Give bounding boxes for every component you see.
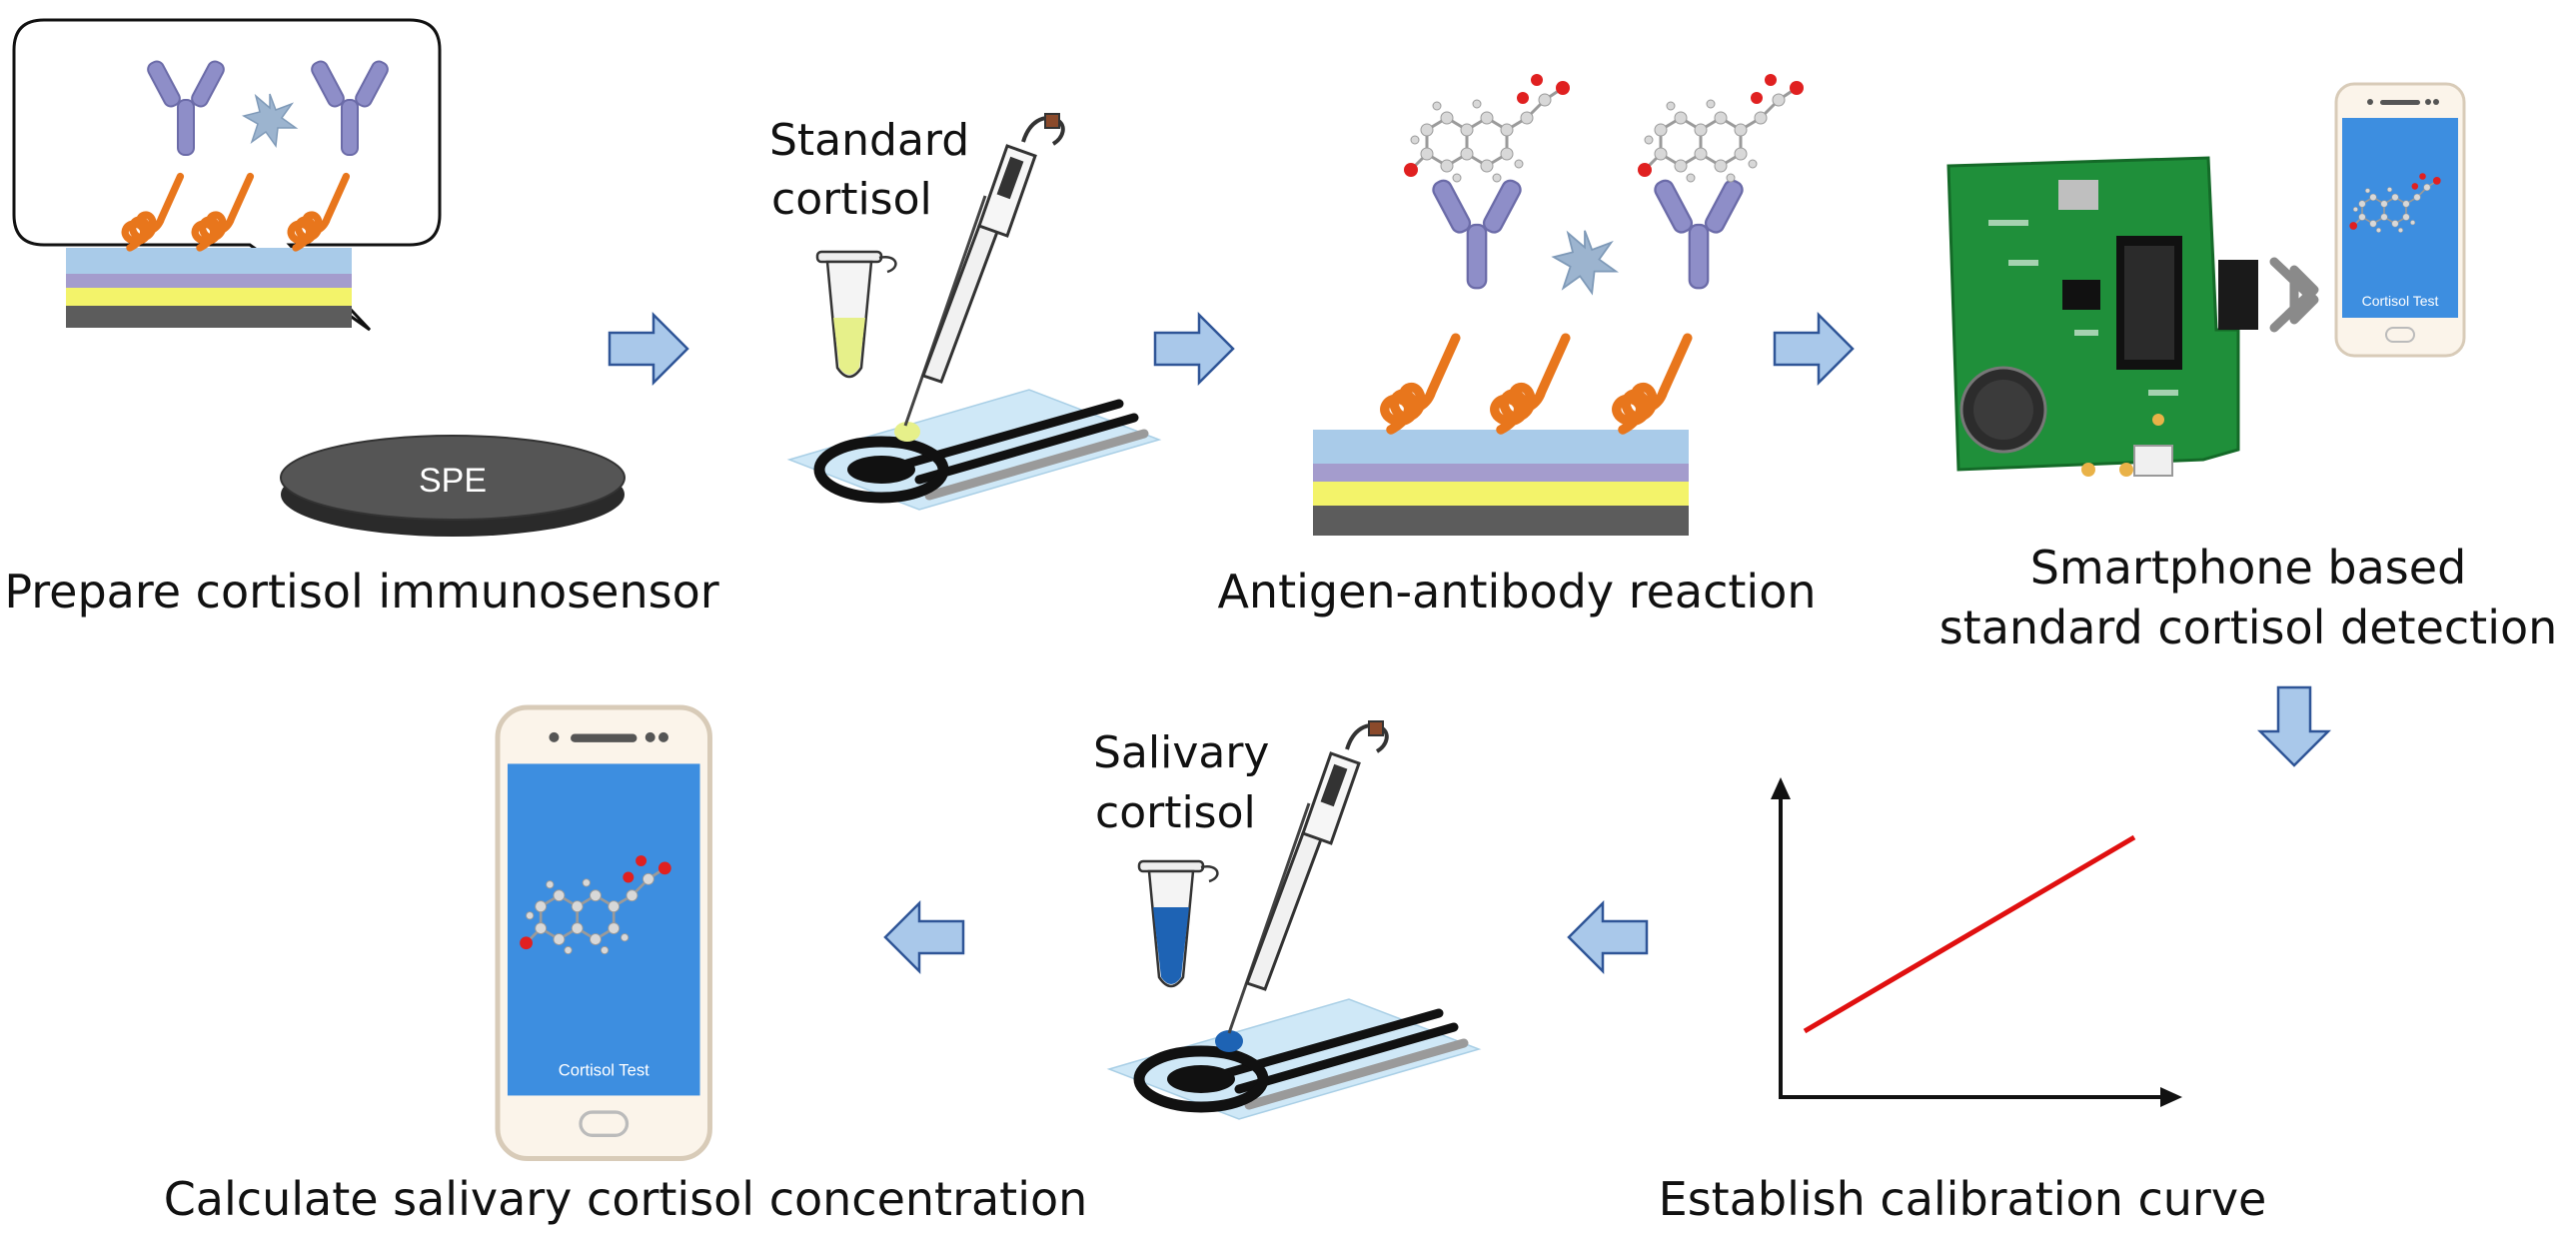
step-prepare-immunosensor: SPE Prepare cortisol immunosensor: [4, 18, 719, 619]
saliva-sample-tube-icon: [1137, 859, 1219, 988]
spe-disc-icon: SPE: [280, 435, 626, 537]
standard-sample-tube-icon: [815, 250, 897, 379]
step-calculate-concentration: Cortisol Test Calculate salivary cortiso…: [164, 707, 1088, 1226]
phone-app-title: Cortisol Test: [559, 1061, 649, 1080]
antibody-icon: [1429, 176, 1525, 290]
flow-arrow-left-icon: [1567, 901, 1649, 973]
step-calibration-curve: Establish calibration curve: [1659, 777, 2267, 1226]
calibration-line: [1803, 834, 2136, 1034]
step-label-calibration: Establish calibration curve: [1659, 1172, 2267, 1226]
flow-arrow-left-icon: [883, 901, 965, 973]
y-axis-arrowhead: [1771, 777, 1791, 799]
cortisol-molecule-icon: [1402, 72, 1572, 184]
sensor-layer-stack: [1313, 430, 1689, 536]
step-standard-cortisol: Standard cortisol: [769, 112, 1159, 510]
sensor-layer-stack-small: [66, 248, 352, 328]
bluetooth-icon: [2269, 257, 2319, 333]
potentiostat-circuit-board-icon: [1946, 156, 2258, 477]
step-label-smartphone-line1: Smartphone based: [2030, 541, 2467, 595]
cortisol-molecule-icon: [1636, 72, 1806, 184]
blocking-agent-icon: [1552, 229, 1618, 295]
linker-spring-icon: [1617, 338, 1688, 430]
linker-spring-icon: [1495, 338, 1566, 430]
flow-arrow-down-icon: [2258, 685, 2330, 767]
salivary-cortisol-label-line1: Salivary: [1093, 727, 1269, 778]
saliva-drop-icon: [1215, 1030, 1243, 1052]
flow-arrow-right-icon: [1773, 313, 1855, 385]
step-antigen-antibody-reaction: Antigen-antibody reaction: [1217, 72, 1817, 619]
calibration-chart: [1771, 777, 2182, 1107]
smartphone-icon: Cortisol Test: [2334, 82, 2466, 358]
screen-printed-electrode-icon: [789, 390, 1159, 510]
x-axis-arrowhead: [2160, 1087, 2182, 1107]
standard-cortisol-label-line1: Standard: [769, 115, 969, 166]
step-label-reaction: Antigen-antibody reaction: [1217, 565, 1816, 619]
screen-printed-electrode-icon: [1109, 999, 1479, 1119]
step-smartphone-detection: Cortisol Test Smartphone based standard …: [1939, 82, 2558, 654]
flow-arrow-right-icon: [608, 313, 689, 385]
linker-spring-icon: [1385, 338, 1456, 430]
standard-drop-icon: [894, 422, 920, 442]
phone-app-title: Cortisol Test: [2362, 293, 2439, 309]
spe-label: SPE: [419, 462, 487, 500]
standard-cortisol-label-line2: cortisol: [771, 174, 932, 225]
flow-arrow-right-icon: [1153, 313, 1235, 385]
antibody-icon: [1651, 176, 1747, 290]
step-salivary-cortisol: Salivary cortisol: [1093, 719, 1479, 1119]
smartphone-icon: Cortisol Test: [498, 707, 709, 1159]
step-label-prepare: Prepare cortisol immunosensor: [4, 565, 718, 619]
step-label-smartphone-line2: standard cortisol detection: [1939, 601, 2558, 654]
salivary-cortisol-label-line2: cortisol: [1095, 787, 1256, 838]
step-label-calculate: Calculate salivary cortisol concentratio…: [164, 1172, 1088, 1226]
